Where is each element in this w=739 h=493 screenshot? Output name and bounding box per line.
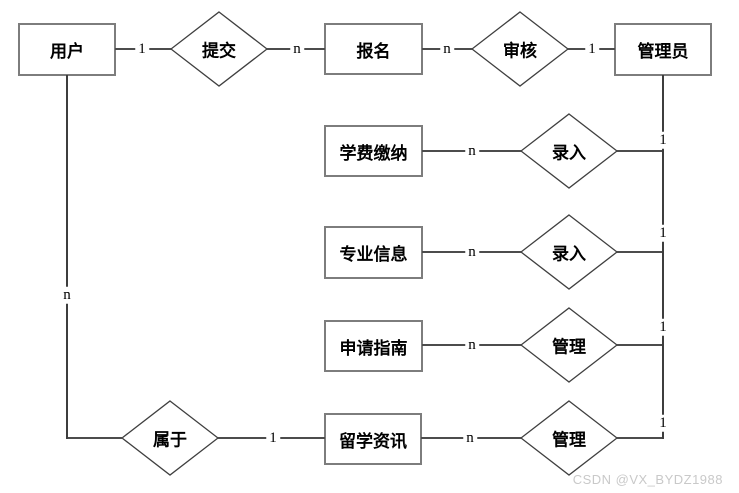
relationship-review-label: 审核	[503, 41, 537, 61]
relationship-entry-tuition: 录入	[520, 113, 618, 189]
connector-entry-tuition-vline	[617, 150, 664, 152]
cardinality-manage-guide-admin: 1	[656, 318, 670, 336]
relationship-entry-major: 录入	[520, 214, 618, 290]
diamond-shape-icon	[121, 400, 219, 476]
diamond-shape-icon	[520, 307, 618, 383]
relationship-review: 审核	[471, 11, 569, 87]
entity-tuition-payment: 学费缴纳	[324, 125, 423, 177]
cardinality-user-submit: 1	[135, 40, 149, 58]
diamond-shape-icon	[520, 113, 618, 189]
relationship-entry-major-label: 录入	[552, 244, 586, 264]
diamond-shape-icon	[520, 214, 618, 290]
relationship-submit-label: 提交	[202, 41, 236, 61]
entity-application-guide-label: 申请指南	[339, 338, 408, 358]
cardinality-review-admin: 1	[585, 40, 599, 58]
relationship-belong-label: 属于	[153, 430, 187, 450]
cardinality-manage-news-admin: 1	[656, 414, 670, 432]
entity-enrollment: 报名	[324, 23, 423, 75]
entity-user: 用户	[18, 23, 116, 76]
connector-entry-major-vline	[617, 251, 664, 253]
cardinality-user-belong: n	[60, 286, 74, 304]
connector-user-vertical	[66, 75, 68, 439]
entity-major-info-label: 专业信息	[339, 245, 408, 264]
relationship-belong: 属于	[121, 400, 219, 476]
cardinality-enrollment-review: n	[440, 40, 454, 58]
relationship-entry-tuition-label: 录入	[552, 143, 586, 163]
entity-user-label: 用户	[50, 42, 84, 61]
watermark: CSDN @VX_BYDZ1988	[572, 472, 723, 487]
entity-admin-label: 管理员	[637, 42, 689, 61]
cardinality-entry-tuition-admin: 1	[656, 131, 670, 149]
relationship-manage-news-label: 管理	[552, 430, 586, 450]
entity-study-abroad-news-label: 留学资讯	[339, 431, 407, 451]
diamond-shape-icon	[471, 11, 569, 87]
entity-application-guide: 申请指南	[324, 320, 423, 372]
entity-major-info: 专业信息	[324, 226, 423, 279]
connector-manage-news-vline	[617, 437, 664, 439]
connector-admin-vertical	[662, 75, 664, 439]
cardinality-entry-major-admin: 1	[656, 224, 670, 242]
entity-study-abroad-news: 留学资讯	[324, 413, 422, 465]
cardinality-guide-manage: n	[465, 336, 479, 354]
connector-userline-belong	[66, 437, 123, 439]
cardinality-submit-enrollment: n	[290, 40, 304, 58]
entity-admin: 管理员	[614, 23, 712, 76]
relationship-submit: 提交	[170, 11, 268, 87]
diamond-shape-icon	[170, 11, 268, 87]
cardinality-major-entry: n	[465, 243, 479, 261]
relationship-manage-guide-label: 管理	[552, 337, 586, 357]
entity-tuition-payment-label: 学费缴纳	[339, 143, 408, 163]
cardinality-news-manage: n	[463, 429, 477, 447]
entity-enrollment-label: 报名	[356, 41, 391, 61]
diamond-shape-icon	[520, 400, 618, 476]
relationship-manage-news: 管理	[520, 400, 618, 476]
cardinality-belong-news: 1	[266, 429, 280, 447]
cardinality-tuition-entry: n	[465, 142, 479, 160]
connector-manage-guide-vline	[617, 344, 664, 346]
relationship-manage-guide: 管理	[520, 307, 618, 383]
